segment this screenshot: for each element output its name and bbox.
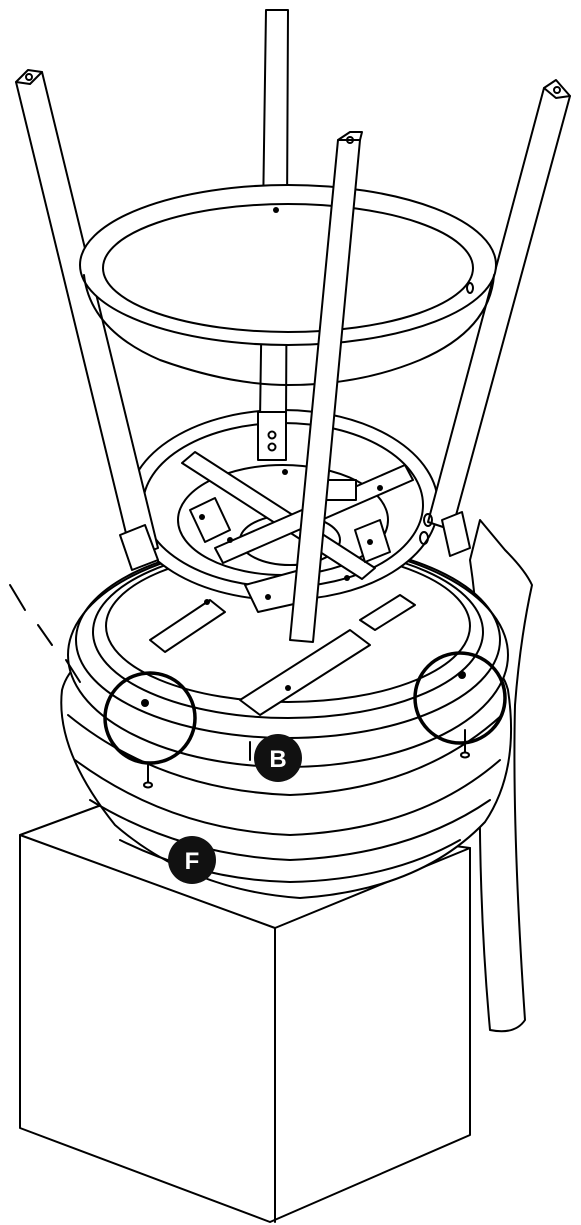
leg-left xyxy=(15,69,159,571)
cross-slats xyxy=(149,594,416,716)
circle-highlight-icon xyxy=(103,671,197,765)
footrest-ring xyxy=(79,184,497,386)
apron-holes xyxy=(141,671,466,707)
callout-label-b: B xyxy=(269,746,286,773)
callout-label-f: F xyxy=(185,848,200,875)
callout-badge-b: B xyxy=(254,734,302,782)
leg-right xyxy=(419,79,571,557)
circle-highlight-icon xyxy=(413,651,507,745)
callout-badge-f: F xyxy=(168,836,216,884)
guide-dashed-line xyxy=(9,584,81,683)
leg-front xyxy=(289,131,363,643)
support-box xyxy=(19,799,471,1223)
